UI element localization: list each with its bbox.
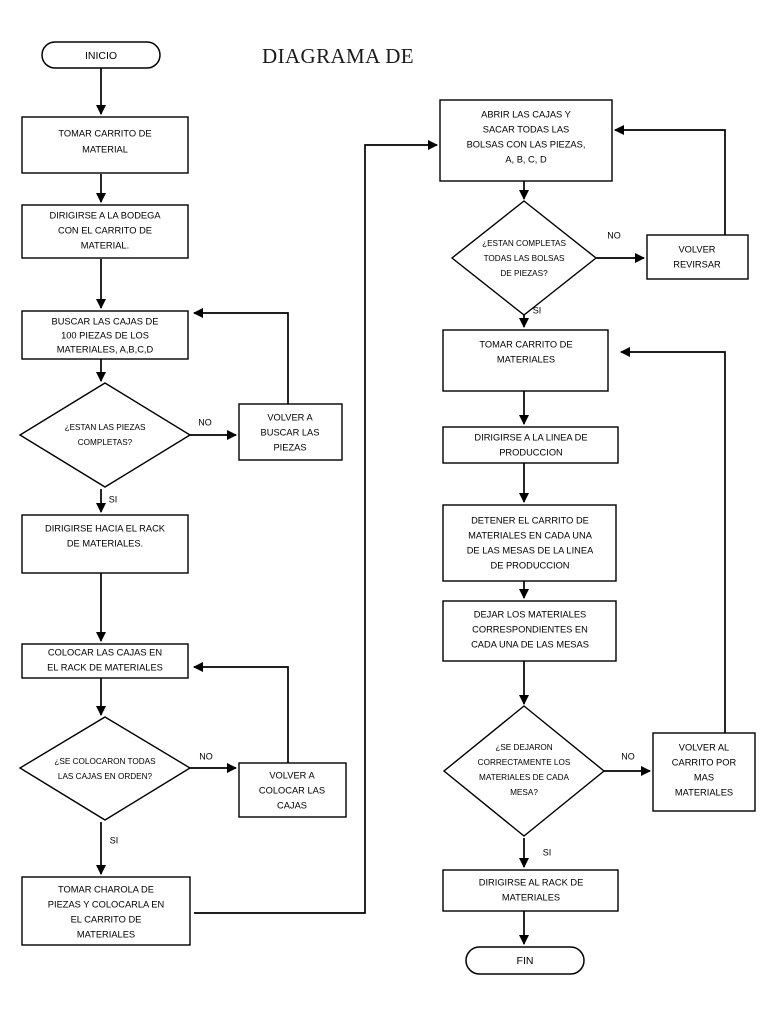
decision-d4-line-2: MATERIALES DE CADA <box>479 773 569 782</box>
node-start[interactable]: INICIO <box>41 41 161 69</box>
node-n10-line-1: MATERIALES EN CADA UNA <box>468 530 593 540</box>
node-r3-line-0: VOLVER <box>678 244 715 254</box>
node-n6-line-0: TOMAR CHAROLA DE <box>58 884 154 894</box>
node-n11-line-0: DEJAR LOS MATERIALES <box>474 609 586 619</box>
node-tomar-charola-de-piezas[interactable]: TOMAR CHAROLA DE PIEZAS Y COLOCARLA EN E… <box>21 876 191 946</box>
node-abrir-las-cajas[interactable]: ABRIR LAS CAJAS Y SACAR TODAS LAS BOLSAS… <box>439 99 613 182</box>
node-r2-line-2: CAJAS <box>277 800 307 810</box>
node-n11-line-2: CADA UNA DE LAS MESAS <box>471 639 589 649</box>
node-n10-line-2: DE LAS MESAS DE LA LINEA <box>467 545 594 555</box>
node-buscar-las-cajas[interactable]: BUSCAR LAS CAJAS DE 100 PIEZAS DE LOS MA… <box>21 310 189 360</box>
decision-estan-las-piezas-completas[interactable]: ¿ESTAN LAS PIEZAS COMPLETAS? <box>18 382 192 488</box>
node-tomar-carrito-de-materiales[interactable]: TOMAR CARRITO DE MATERIALES <box>442 329 609 392</box>
node-r1-line-1: BUSCAR LAS <box>261 427 320 437</box>
node-n1-line-0: TOMAR CARRITO DE <box>58 128 151 138</box>
node-r4-line-0: VOLVER AL <box>679 742 729 752</box>
node-n3-line-0: BUSCAR LAS CAJAS DE <box>52 316 159 326</box>
decision-estan-completas-todas-las-bolsas[interactable]: ¿ESTAN COMPLETAS TODAS LAS BOLSAS DE PIE… <box>450 200 598 316</box>
decision-d4-line-3: MESA? <box>510 788 538 797</box>
node-n7-line-3: A, B, C, D <box>505 154 547 164</box>
decision-se-colocaron-todas-las-cajas[interactable]: ¿SE COLOCARON TODAS LAS CAJAS EN ORDEN? <box>18 716 192 821</box>
decision-d1-line-1: COMPLETAS? <box>78 438 133 447</box>
edge-label-d1-si: SI <box>109 494 118 504</box>
node-n6-line-3: MATERIALES <box>77 929 135 939</box>
node-n1-line-1: MATERIAL <box>82 144 128 154</box>
node-start-label: INICIO <box>85 50 117 62</box>
node-n12-line-1: MATERIALES <box>502 892 560 902</box>
edge-r3-loop-to-n7 <box>613 124 726 235</box>
edge-r4-loop-to-n8 <box>619 346 726 733</box>
node-n8-line-1: MATERIALES <box>497 354 555 364</box>
edge-r1-loop-to-n3 <box>192 307 289 404</box>
edge-label-d2-si: SI <box>110 835 119 845</box>
node-r3-line-1: REVIRSAR <box>673 259 721 269</box>
node-r4-line-1: CARRITO POR <box>672 757 737 767</box>
node-volver-revirsar[interactable]: VOLVER REVIRSAR <box>646 234 749 280</box>
node-n2-line-1: CON EL CARRITO DE <box>58 225 152 235</box>
node-detener-el-carrito[interactable]: DETENER EL CARRITO DE MATERIALES EN CADA… <box>442 504 617 582</box>
node-n10-line-3: DE PRODUCCION <box>490 560 569 570</box>
node-r1-line-0: VOLVER A <box>267 412 313 422</box>
node-r1-line-2: PIEZAS <box>273 442 306 452</box>
node-n7-line-2: BOLSAS CON LAS PIEZAS, <box>467 139 586 149</box>
edge-r2-loop-to-n5 <box>192 661 289 763</box>
decision-d4-line-0: ¿SE DEJARON <box>495 743 552 752</box>
decision-d1-line-0: ¿ESTAN LAS PIEZAS <box>65 423 146 432</box>
decision-d3-line-2: DE PIEZAS? <box>500 269 548 278</box>
node-n12-line-0: DIRIGIRSE AL RACK DE <box>479 877 584 887</box>
decision-d4-line-1: CORRECTAMENTE LOS <box>478 758 571 767</box>
decision-d2-line-1: LAS CAJAS EN ORDEN? <box>58 772 153 781</box>
node-volver-a-buscar-las-piezas[interactable]: VOLVER A BUSCAR LAS PIEZAS <box>238 403 343 461</box>
node-tomar-carrito-de-material[interactable]: TOMAR CARRITO DE MATERIAL <box>21 116 189 174</box>
node-n5-line-0: COLOCAR LAS CAJAS EN <box>48 647 162 657</box>
node-dejar-los-materiales[interactable]: DEJAR LOS MATERIALES CORRESPONDIENTES EN… <box>442 600 617 662</box>
decision-d3-line-0: ¿ESTAN COMPLETAS <box>482 239 566 248</box>
node-dirigirse-hacia-el-rack[interactable]: DIRIGIRSE HACIA EL RACK DE MATERIALES. <box>21 514 189 574</box>
node-n9-line-1: PRODUCCION <box>499 447 563 457</box>
node-end[interactable]: FIN <box>465 946 585 975</box>
edge-n6-to-n7 <box>194 139 439 914</box>
node-r4-line-2: MAS <box>694 772 714 782</box>
node-colocar-las-cajas-en-el-rack[interactable]: COLOCAR LAS CAJAS EN EL RACK DE MATERIAL… <box>21 643 189 679</box>
decision-d2-line-0: ¿SE COLOCARON TODAS <box>54 757 156 766</box>
node-r4-line-3: MATERIALES <box>675 787 733 797</box>
node-volver-a-colocar-las-cajas[interactable]: VOLVER A COLOCAR LAS CAJAS <box>238 762 347 818</box>
edge-label-d4-no: NO <box>621 751 635 761</box>
node-n10-line-0: DETENER EL CARRITO DE <box>471 515 589 525</box>
edge-label-d3-si: SI <box>533 305 542 315</box>
edge-label-d4-si: SI <box>543 847 552 857</box>
node-n6-line-2: EL CARRITO DE <box>71 914 142 924</box>
decision-d3-line-1: TODAS LAS BOLSAS <box>484 254 565 263</box>
node-volver-al-carrito-por-mas-materiales[interactable]: VOLVER AL CARRITO POR MAS MATERIALES <box>652 732 756 812</box>
node-n4-line-0: DIRIGIRSE HACIA EL RACK <box>45 523 166 533</box>
node-n3-line-1: 100 PIEZAS DE LOS <box>61 330 149 340</box>
edge-label-d2-no: NO <box>199 751 213 761</box>
node-n11-line-1: CORRESPONDIENTES EN <box>472 624 588 634</box>
node-n6-line-1: PIEZAS Y COLOCARLA EN <box>48 899 164 909</box>
edge-label-d1-no: NO <box>198 417 212 427</box>
node-r2-line-0: VOLVER A <box>269 770 315 780</box>
node-n2-line-2: MATERIAL. <box>81 240 129 250</box>
node-n9-line-0: DIRIGIRSE A LA LINEA DE <box>474 432 587 442</box>
node-n5-line-1: EL RACK DE MATERIALES <box>47 662 163 672</box>
node-dirigirse-a-la-linea-de-produccion[interactable]: DIRIGIRSE A LA LINEA DE PRODUCCION <box>442 426 619 464</box>
node-dirigirse-al-rack-de-materiales[interactable]: DIRIGIRSE AL RACK DE MATERIALES <box>442 869 619 912</box>
node-n4-line-1: DE MATERIALES. <box>67 538 143 548</box>
node-n7-line-1: SACAR TODAS LAS <box>483 124 569 134</box>
node-dirigirse-a-la-bodega[interactable]: DIRIGIRSE A LA BODEGA CON EL CARRITO DE … <box>21 204 189 259</box>
node-r2-line-1: COLOCAR LAS <box>259 785 325 795</box>
edge-label-d3-no: NO <box>607 230 621 240</box>
edges <box>95 68 726 946</box>
node-n3-line-2: MATERIALES, A,B,C,D <box>57 344 154 354</box>
page-title: DIAGRAMA DE <box>262 44 414 68</box>
node-n7-line-0: ABRIR LAS CAJAS Y <box>481 109 571 119</box>
edge-labels: NO SI NO SI NO SI NO SI <box>109 230 635 857</box>
node-end-label: FIN <box>517 955 534 967</box>
decision-se-dejaron-correctamente[interactable]: ¿SE DEJARON CORRECTAMENTE LOS MATERIALES… <box>442 705 606 837</box>
node-n2-line-0: DIRIGIRSE A LA BODEGA <box>49 210 161 220</box>
node-n8-line-0: TOMAR CARRITO DE <box>479 339 572 349</box>
